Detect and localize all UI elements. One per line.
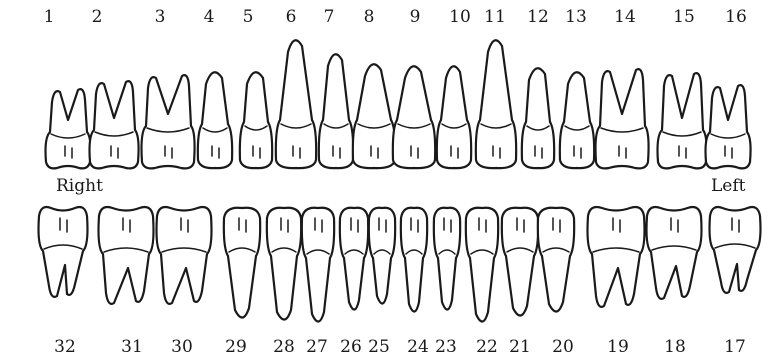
lower-tooth xyxy=(224,208,260,318)
lower-tooth xyxy=(502,208,538,316)
tooth-number-9: 9 xyxy=(410,9,421,26)
tooth-number-3: 3 xyxy=(155,9,166,26)
lower-tooth xyxy=(157,207,212,304)
lower-tooth xyxy=(340,208,368,310)
lower-tooth xyxy=(434,208,460,310)
lower-tooth xyxy=(710,207,761,293)
upper-tooth xyxy=(90,81,139,168)
lower-arch xyxy=(39,207,761,322)
upper-tooth xyxy=(198,72,232,168)
upper-tooth xyxy=(46,89,91,168)
lower-tooth xyxy=(302,208,334,322)
tooth-number-32: 32 xyxy=(54,339,76,356)
upper-tooth xyxy=(393,66,435,168)
upper-tooth xyxy=(476,40,516,168)
tooth-number-2: 2 xyxy=(92,9,103,26)
lower-tooth xyxy=(369,208,395,304)
tooth-number-6: 6 xyxy=(286,9,297,26)
upper-tooth xyxy=(240,72,272,168)
left-label: Left xyxy=(711,178,745,195)
tooth-number-24: 24 xyxy=(407,339,429,356)
lower-tooth xyxy=(39,207,88,297)
tooth-number-18: 18 xyxy=(664,339,686,356)
tooth-number-29: 29 xyxy=(225,339,247,356)
tooth-number-17: 17 xyxy=(724,339,746,356)
upper-tooth xyxy=(596,69,649,168)
upper-tooth xyxy=(658,73,707,168)
upper-tooth xyxy=(142,75,195,168)
lower-tooth xyxy=(538,208,574,312)
tooth-number-12: 12 xyxy=(527,9,549,26)
tooth-number-5: 5 xyxy=(243,9,254,26)
upper-tooth xyxy=(706,85,751,168)
tooth-number-14: 14 xyxy=(614,9,636,26)
lower-tooth xyxy=(466,208,498,322)
tooth-number-19: 19 xyxy=(607,339,629,356)
upper-tooth xyxy=(437,66,471,168)
tooth-number-8: 8 xyxy=(364,9,375,26)
tooth-number-31: 31 xyxy=(121,339,143,356)
tooth-number-26: 26 xyxy=(340,339,362,356)
tooth-number-28: 28 xyxy=(273,339,295,356)
upper-arch xyxy=(46,40,751,168)
tooth-number-4: 4 xyxy=(204,9,215,26)
lower-tooth xyxy=(647,207,702,299)
upper-tooth xyxy=(353,64,395,168)
lower-tooth xyxy=(267,208,301,320)
tooth-number-27: 27 xyxy=(306,339,328,356)
lower-tooth xyxy=(401,208,427,312)
tooth-number-25: 25 xyxy=(368,339,390,356)
lower-tooth xyxy=(99,207,154,304)
tooth-number-21: 21 xyxy=(509,339,531,356)
tooth-number-11: 11 xyxy=(484,9,506,26)
upper-tooth xyxy=(276,40,316,168)
tooth-number-15: 15 xyxy=(673,9,695,26)
tooth-number-13: 13 xyxy=(565,9,587,26)
upper-tooth xyxy=(560,72,594,168)
tooth-number-20: 20 xyxy=(552,339,574,356)
upper-tooth xyxy=(319,54,353,168)
tooth-number-23: 23 xyxy=(435,339,457,356)
tooth-number-10: 10 xyxy=(449,9,471,26)
right-label: Right xyxy=(56,178,103,195)
tooth-number-30: 30 xyxy=(171,339,193,356)
lower-tooth xyxy=(588,207,645,307)
tooth-number-7: 7 xyxy=(324,9,335,26)
upper-tooth xyxy=(522,68,554,168)
tooth-number-1: 1 xyxy=(44,9,55,26)
tooth-number-22: 22 xyxy=(476,339,498,356)
tooth-number-16: 16 xyxy=(725,9,747,26)
